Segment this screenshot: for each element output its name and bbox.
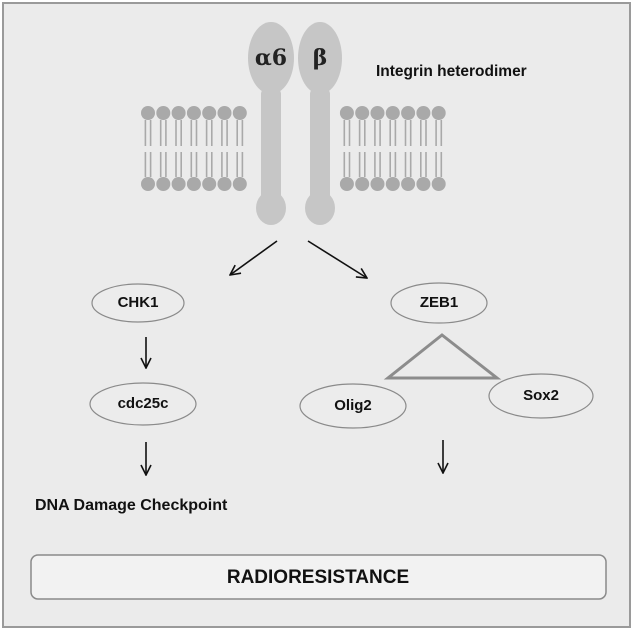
alpha6-subunit: α6: [248, 22, 294, 225]
complex-triangle: [383, 333, 502, 380]
chk1-node: CHK1: [91, 283, 185, 323]
lipid-head: [431, 177, 446, 191]
phospholipid: [156, 106, 171, 191]
integrin-heterodimer-label: Integrin heterodimer: [376, 63, 527, 80]
lipid-head: [141, 106, 155, 120]
lipid-head: [202, 106, 217, 120]
phospholipid: [232, 106, 247, 191]
zeb1-node: ZEB1: [390, 282, 488, 324]
lipid-head: [355, 177, 370, 191]
lipid-head: [232, 106, 247, 120]
lipid-head: [171, 106, 186, 120]
lipid-head: [401, 177, 416, 191]
phospholipid: [217, 106, 232, 191]
phospholipid: [141, 106, 155, 191]
phospholipid: [339, 106, 354, 191]
arrow-integrin-to-zeb1: [307, 240, 367, 278]
lipid-head: [339, 106, 354, 120]
dna-damage-checkpoint-label: DNA Damage Checkpoint: [35, 497, 228, 514]
cdc25c-node: cdc25c: [89, 382, 197, 426]
lipid-head: [385, 106, 400, 120]
sox2-label: Sox2: [523, 387, 559, 404]
lipid-head: [355, 106, 370, 120]
lipid-head: [431, 106, 446, 120]
olig2-label: Olig2: [334, 397, 372, 414]
zeb1-label: ZEB1: [420, 294, 458, 311]
lipid-head: [416, 177, 431, 191]
phospholipid: [171, 106, 186, 191]
lipid-head: [370, 177, 385, 191]
lipid-head: [202, 177, 217, 191]
beta-label: β: [313, 45, 328, 71]
lipid-head: [370, 106, 385, 120]
lipid-head: [141, 177, 155, 191]
lipid-head: [217, 106, 232, 120]
lipid-head: [156, 177, 171, 191]
olig2-node: Olig2: [299, 383, 407, 429]
alpha6-label: α6: [255, 45, 287, 71]
lipid-head: [171, 177, 186, 191]
lipid-head: [416, 106, 431, 120]
lipid-head: [232, 177, 247, 191]
beta-subunit: β: [298, 22, 342, 225]
sox2-node: Sox2: [488, 373, 594, 419]
lipid-head: [186, 106, 201, 120]
lipid-head: [385, 177, 400, 191]
lipid-bilayer: [141, 106, 446, 191]
phospholipid: [202, 106, 217, 191]
phospholipid: [186, 106, 201, 191]
lipid-head: [186, 177, 201, 191]
lipid-head: [156, 106, 171, 120]
phospholipid: [416, 106, 431, 191]
phospholipid: [355, 106, 370, 191]
arrow-integrin-to-chk1: [230, 240, 278, 275]
phospholipid: [370, 106, 385, 191]
chk1-label: CHK1: [118, 294, 159, 311]
radioresistance-label: RADIORESISTANCE: [227, 567, 409, 588]
lipid-head: [339, 177, 354, 191]
phospholipid: [431, 106, 446, 191]
lipid-head: [401, 106, 416, 120]
cdc25c-label: cdc25c: [118, 395, 169, 412]
lipid-head: [217, 177, 232, 191]
radioresistance-box: RADIORESISTANCE: [30, 554, 607, 600]
phospholipid: [401, 106, 416, 191]
phospholipid: [385, 106, 400, 191]
